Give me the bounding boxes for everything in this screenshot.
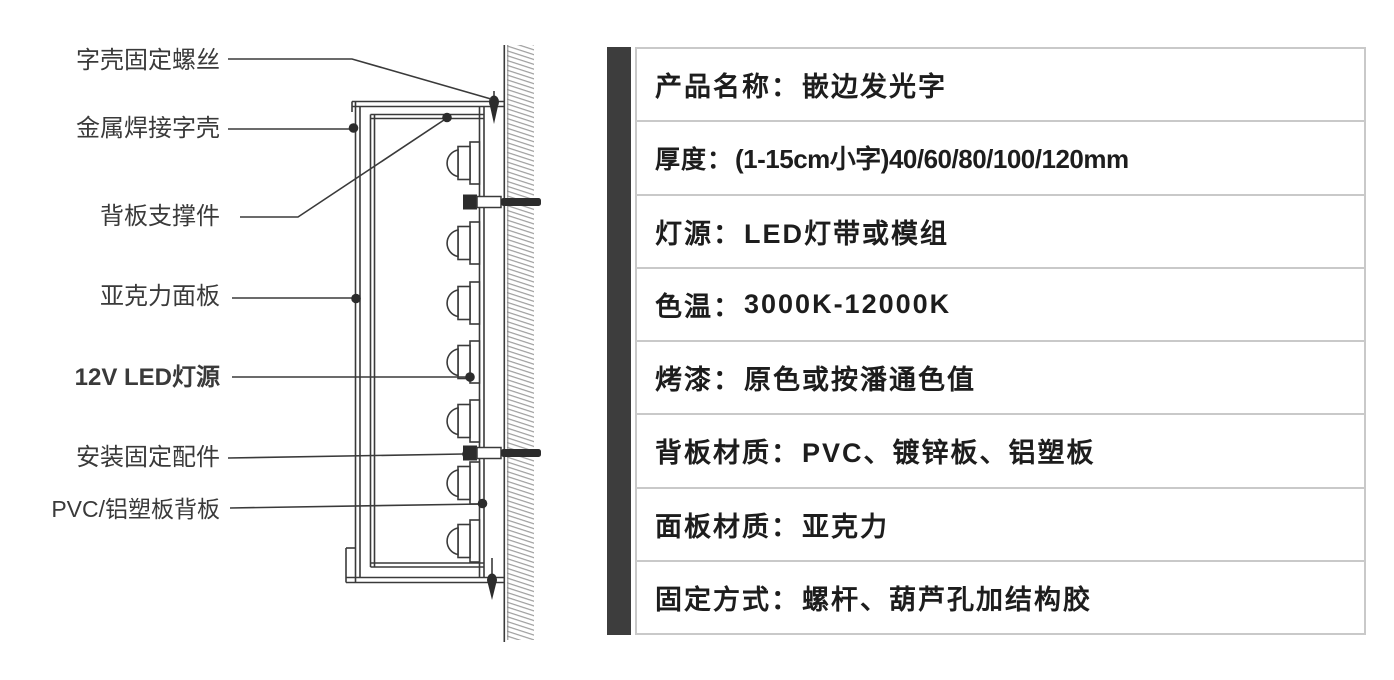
mounting-wall <box>503 45 534 642</box>
leader-lines <box>227 58 492 509</box>
spec-row-label: 背板材质： <box>655 438 800 469</box>
metal-letter-shell <box>345 100 504 584</box>
diagram-label-metal-welded-shell: 金属焊接字壳 <box>76 115 220 142</box>
spec-row-thickness: 厚度：(1-15cm小字)40/60/80/100/120mm <box>637 122 1364 196</box>
acrylic-panel <box>369 114 376 567</box>
led-module <box>446 461 481 505</box>
spec-row-value: 嵌边发光字 <box>802 72 947 103</box>
led-module <box>446 399 481 443</box>
spec-row-color-temp: 色温：3000K-12000K <box>637 269 1364 342</box>
spec-row-label: 烤漆： <box>655 365 742 396</box>
spec-row-value: LED灯带或模组 <box>744 218 949 249</box>
led-modules <box>446 141 481 563</box>
fixing-screw-top <box>489 91 499 124</box>
diagram-label-12v-led-source: 12V LED灯源 <box>74 364 220 391</box>
spec-row-value: PVC、镀锌板、铝塑板 <box>802 438 1096 469</box>
spec-row-value: (1-15cm小字)40/60/80/100/120mm <box>735 144 1129 175</box>
diagram-label-mounting-accessories: 安装固定配件 <box>76 444 220 471</box>
spec-row-backplate-material: 背板材质：PVC、镀锌板、铝塑板 <box>637 415 1364 489</box>
spec-row-value: 亚克力 <box>802 511 889 542</box>
diagram-label-backplate-support: 背板支撑件 <box>100 203 220 230</box>
leader-dots <box>348 112 488 509</box>
diagram-label-acrylic-panel: 亚克力面板 <box>100 283 220 310</box>
spec-row-label: 面板材质： <box>655 511 800 542</box>
spec-row-label: 灯源： <box>655 218 742 249</box>
led-module <box>446 281 481 325</box>
led-module <box>446 519 481 563</box>
spec-row-value: 3000K-12000K <box>744 288 952 319</box>
mounting-bolt <box>463 194 541 210</box>
diagram-label-shell-fixing-screw: 字壳固定螺丝 <box>76 47 220 74</box>
spec-row-paint: 烤漆：原色或按潘通色值 <box>637 342 1364 416</box>
spec-row-fixing-method: 固定方式：螺杆、葫芦孔加结构胶 <box>637 562 1364 633</box>
led-module <box>446 221 481 265</box>
spec-row-product-name: 产品名称：嵌边发光字 <box>637 49 1364 123</box>
table-accent-bar <box>607 47 631 635</box>
spec-table: 产品名称：嵌边发光字 厚度：(1-15cm小字)40/60/80/100/120… <box>607 47 1366 635</box>
fixing-screw-bottom <box>487 558 497 600</box>
spec-row-value: 原色或按潘通色值 <box>744 365 976 396</box>
cross-section-drawing <box>227 45 541 642</box>
backplate-support <box>370 113 484 568</box>
spec-row-label: 厚度： <box>655 145 734 174</box>
led-module <box>446 141 481 185</box>
letter-cross-section-diagram: 字壳固定螺丝 金属焊接字壳 背板支撑件 亚克力面板 12V LED灯源 安装固定… <box>0 0 600 680</box>
spec-row-label: 色温： <box>655 291 742 322</box>
diagram-label-pvc-backplate: PVC/铝塑板背板 <box>51 496 220 522</box>
spec-rows: 产品名称：嵌边发光字 厚度：(1-15cm小字)40/60/80/100/120… <box>635 47 1366 635</box>
spec-row-panel-material: 面板材质：亚克力 <box>637 489 1364 562</box>
spec-row-value: 螺杆、葫芦孔加结构胶 <box>802 584 1092 615</box>
spec-row-light-source: 灯源：LED灯带或模组 <box>637 196 1364 269</box>
spec-row-label: 产品名称： <box>655 72 800 103</box>
spec-row-label: 固定方式： <box>655 584 800 615</box>
led-module <box>446 340 481 384</box>
